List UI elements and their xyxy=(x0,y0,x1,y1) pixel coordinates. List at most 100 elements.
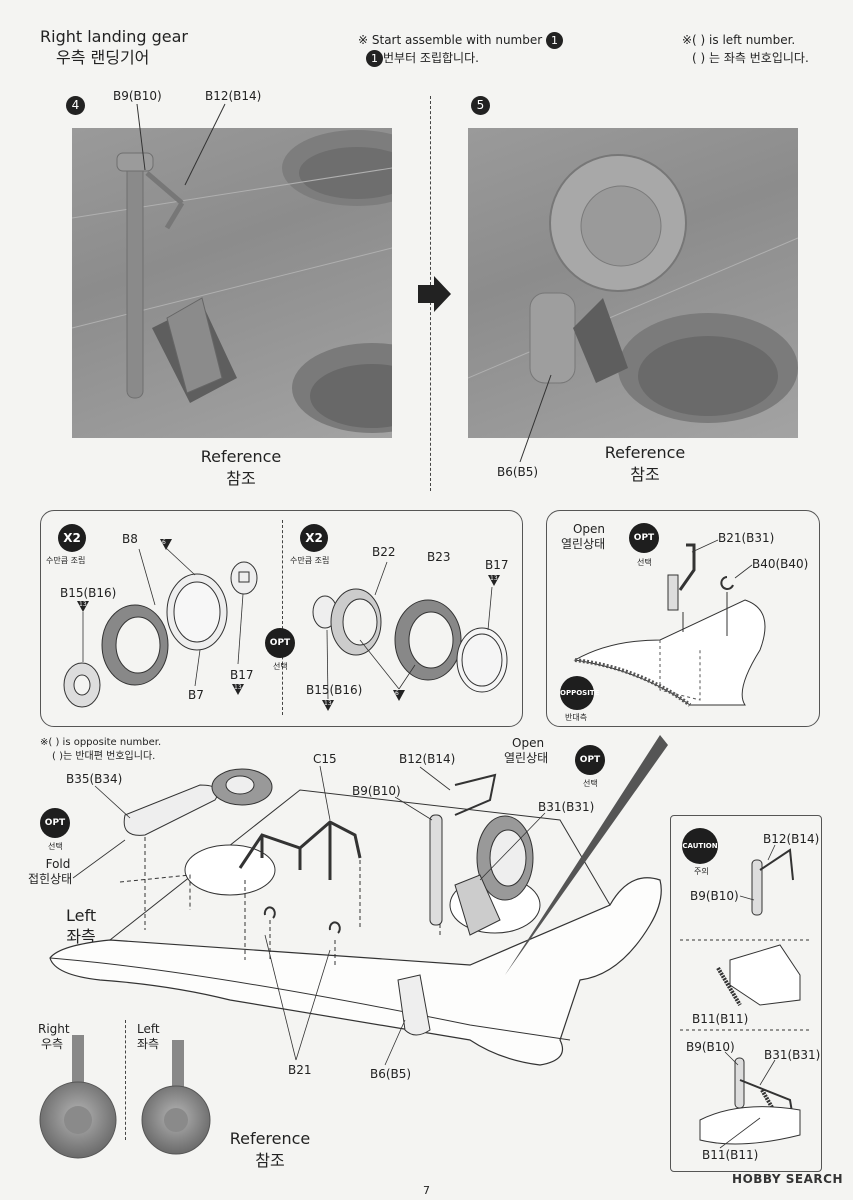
main-c15: C15 xyxy=(313,752,337,766)
opposite-badge: OPPOSITE xyxy=(560,676,599,710)
caution-b9-b: B9(B10) xyxy=(686,1040,735,1054)
step4-photo-drawing xyxy=(72,130,392,433)
glue-marker-6-right-label: 6 xyxy=(395,690,399,697)
note-number-badge: 1 xyxy=(546,32,564,49)
step-divider xyxy=(430,96,431,491)
main-left-en: Left xyxy=(66,906,97,925)
opposite-note-ko: ( )는 반대편 번호입니다. xyxy=(52,751,156,762)
main-open-en: Open xyxy=(512,736,545,750)
main-open-ko: 열린상태 xyxy=(504,751,549,765)
watermark: HOBBY SEARCH xyxy=(732,1172,843,1186)
door-part-b40: B40(B40) xyxy=(752,557,809,571)
note-center-en: ※ Start assemble with number xyxy=(358,33,543,47)
part-b8: B8 xyxy=(122,532,138,546)
glue-marker-13-right-b-label: 13 xyxy=(324,700,332,707)
caution-badge: CAUTION xyxy=(682,828,718,864)
main-b9: B9(B10) xyxy=(352,784,401,798)
opt-badge-main-left-sub: 선택 xyxy=(48,842,63,851)
part-b23: B23 xyxy=(427,550,451,564)
door-part-b21: B21(B31) xyxy=(718,531,775,545)
part-b7: B7 xyxy=(188,688,204,702)
wheel-hub xyxy=(580,185,662,267)
door-open-en: Open xyxy=(572,522,606,536)
x2-badge-left-sub: 수만큼 조립 xyxy=(46,556,86,565)
x2-badge-right-sub: 수만큼 조립 xyxy=(290,556,330,565)
step5-ref-en: Reference xyxy=(604,443,686,462)
page-title: Right landing gear 우측 랜딩기어 xyxy=(40,26,188,68)
main-right-ko: 우측 xyxy=(490,1012,520,1031)
step5-ref-ko: 참조 xyxy=(630,465,660,484)
main-b35: B35(B34) xyxy=(66,772,123,786)
glue-marker-6-left-label: 6 xyxy=(162,539,166,546)
opt-badge-wheels: OPT xyxy=(265,628,295,658)
caution-badge-sub: 주의 xyxy=(694,867,709,876)
glue-marker-13-right-b: 13 xyxy=(322,700,334,711)
ref-right-ko: 우측 xyxy=(41,1037,64,1051)
step5-label-b6: B6(B5) xyxy=(497,465,539,479)
note-right-en: ※( ) is left number. xyxy=(682,33,796,47)
page-number: 7 xyxy=(423,1184,430,1197)
part-b17-right: B17 xyxy=(485,558,509,572)
step4-label-b9: B9(B10) xyxy=(113,89,162,103)
step4-reference-caption: Reference 참조 xyxy=(196,446,286,490)
step5-reference-caption: Reference 참조 xyxy=(600,442,690,486)
part-b17-left: B17 xyxy=(230,668,254,682)
opt-badge-main-left: OPT xyxy=(40,808,70,838)
note-number-badge-ko: 1 xyxy=(366,50,383,67)
glue-marker-13-right-a: 13 xyxy=(488,575,500,586)
caution-b11-b: B11(B11) xyxy=(702,1148,759,1162)
step4-reference-photo xyxy=(72,128,392,438)
step4-ref-ko: 참조 xyxy=(226,469,256,488)
part-b15-right: B15(B16) xyxy=(306,683,363,697)
main-b6: B6(B5) xyxy=(370,1067,412,1081)
left-number-note: ※( ) is left number. ( ) 는 좌측 번호입니다. xyxy=(682,31,809,67)
glue-marker-13-left-b: 13 xyxy=(232,684,244,695)
glue-marker-13-left-a: 13 xyxy=(77,601,89,612)
main-right-en: Right xyxy=(484,991,527,1010)
title-ko: 우측 랜딩기어 xyxy=(56,48,150,67)
step-5-badge: 5 xyxy=(471,96,490,115)
glue-marker-6-left: 6 xyxy=(160,539,172,550)
note-center-ko: 번부터 조립합니다. xyxy=(383,51,479,65)
main-right-label: Right 우측 xyxy=(484,990,526,1032)
step4-ref-en: Reference xyxy=(200,447,282,466)
caution-panel xyxy=(670,815,822,1172)
glue-marker-13-left-b-label: 13 xyxy=(234,684,242,691)
step-4-badge: 4 xyxy=(66,96,85,115)
wheel-assembly-panel xyxy=(40,510,523,727)
opt-badge-door-sub: 선택 xyxy=(637,558,652,567)
main-b21: B21 xyxy=(288,1063,312,1077)
part-b22: B22 xyxy=(372,545,396,559)
opt-badge-main-right: OPT xyxy=(575,745,605,775)
door-option-panel xyxy=(546,510,820,727)
x2-badge-right: X2 xyxy=(300,524,328,552)
glue-marker-13-left-a-label: 13 xyxy=(79,601,87,608)
part-b15-left: B15(B16) xyxy=(60,586,117,600)
glue-marker-13-right-a-label: 13 xyxy=(490,575,498,582)
fold-ko: 접힌상태 xyxy=(28,872,73,886)
caution-b31: B31(B31) xyxy=(764,1048,821,1062)
opposite-note-en: ※( ) is opposite number. xyxy=(40,737,162,748)
main-b31: B31(B31) xyxy=(538,800,595,814)
ref-left-en: Left xyxy=(137,1022,160,1036)
x2-badge-left: X2 xyxy=(58,524,86,552)
caution-b12: B12(B14) xyxy=(763,832,820,846)
opt-badge-main-right-sub: 선택 xyxy=(583,779,598,788)
wheel-panel-divider xyxy=(282,520,283,715)
main-b12: B12(B14) xyxy=(399,752,456,766)
ref-divider xyxy=(125,1020,126,1140)
main-left-ko: 좌측 xyxy=(66,927,96,946)
bottom-reference-caption: Reference 참조 xyxy=(225,1128,315,1172)
step5-photo-drawing xyxy=(468,154,798,423)
fold-en: Fold xyxy=(45,857,71,871)
note-right-ko: ( ) 는 좌측 번호입니다. xyxy=(692,51,809,65)
main-left-label: Left 좌측 xyxy=(66,905,96,947)
bottom-ref-ko: 참조 xyxy=(255,1151,285,1170)
ref-right-en: Right xyxy=(38,1022,70,1036)
ref-left-ko: 좌측 xyxy=(137,1037,160,1051)
opt-badge-wheels-sub: 선택 xyxy=(273,662,288,671)
caution-b9-a: B9(B10) xyxy=(690,889,739,903)
opt-badge-door: OPT xyxy=(629,523,659,553)
title-en: Right landing gear xyxy=(40,27,188,46)
